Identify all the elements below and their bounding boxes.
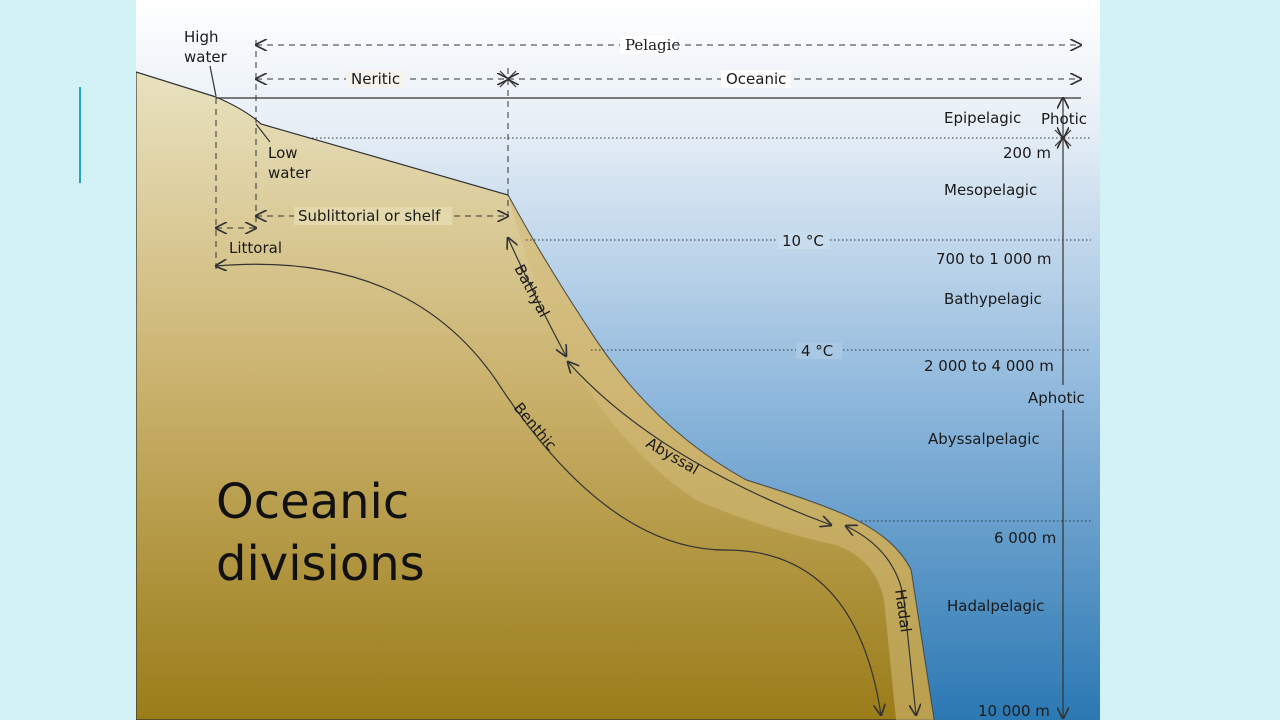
littoral-label: Littoral [229, 239, 282, 257]
temp-10c-label: 10 °C [782, 232, 824, 250]
low-water-label-2: water [268, 164, 312, 182]
high-water-label-2: water [184, 48, 228, 66]
bathypelagic-label: Bathypelagic [944, 290, 1042, 308]
depth-200m-label: 200 m [1003, 144, 1051, 162]
depth-4000m-label: 2 000 to 4 000 m [924, 357, 1054, 375]
sublittoral-label: Sublittorial or shelf [298, 207, 441, 225]
abyssal-arrow [568, 362, 831, 525]
hadal-label: Hadal [891, 588, 915, 633]
abyssalpelagic-label: Abyssalpelagic [928, 430, 1040, 448]
depth-6000m-label: 6 000 m [994, 529, 1056, 547]
title-line-2: divisions [216, 536, 425, 592]
depth-10000m-label: 10 000 m [978, 702, 1050, 720]
low-water-pointer [255, 123, 271, 143]
high-water-pointer [209, 65, 217, 97]
aphotic-label: Aphotic [1028, 389, 1085, 407]
mesopelagic-label: Mesopelagic [944, 181, 1037, 199]
oceanic-label: Oceanic [726, 70, 786, 88]
low-water-label-1: Low [268, 144, 298, 162]
depth-1000m-label: 700 to 1 000 m [936, 250, 1052, 268]
pelagic-label: Pelagic [625, 36, 680, 54]
hadal-arrow [846, 526, 916, 715]
oceanic-divisions-diagram: High water Low water Pelagic Neritic Oce… [136, 0, 1100, 720]
photic-boundary-cross [1054, 129, 1072, 147]
hadalpelagic-label: Hadalpelagic [947, 597, 1044, 615]
title-line-1: Oceanic [216, 474, 409, 530]
shelf-edge-cross [499, 70, 517, 88]
temp-4c-label: 4 °C [801, 342, 833, 360]
photic-label: Photic [1041, 110, 1087, 128]
slide-accent-bar [79, 87, 81, 183]
high-water-label-1: High [184, 28, 218, 46]
epipelagic-label: Epipelagic [944, 109, 1021, 127]
neritic-label: Neritic [351, 70, 400, 88]
bathyal-arrow [508, 238, 566, 356]
